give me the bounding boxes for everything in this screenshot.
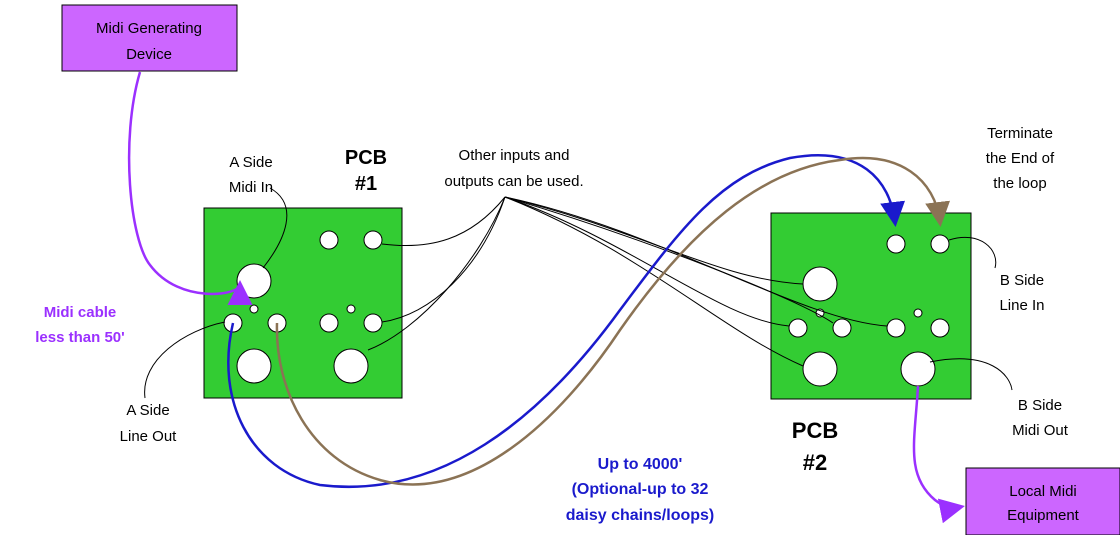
local-midi-equipment-line1: Local Midi — [1009, 483, 1077, 500]
a-side-midi-in-label-line1: A Side — [229, 154, 272, 171]
b-side-line-in-label-line2: Line In — [999, 297, 1044, 314]
blue-loop-cable — [227, 154, 906, 488]
pcb2-jack-mid-3 — [886, 318, 906, 338]
midi-generating-device-line1: Midi Generating — [96, 20, 202, 37]
midi-out-cable — [912, 385, 965, 524]
fan-line-8 — [504, 196, 834, 324]
b-side-midi-out-label-line2: Midi Out — [1012, 422, 1069, 439]
fan-line-6 — [504, 196, 804, 367]
fan-line-5 — [504, 196, 790, 327]
midi-generating-device: Midi Generating Device — [61, 4, 238, 72]
b-side-line-in-label-line1: B Side — [1000, 272, 1044, 289]
distance-annotation-line2: (Optional-up to 32 — [572, 481, 709, 498]
pcb2-jack-top-left — [886, 234, 906, 254]
local-midi-equipment-line2: Equipment — [1007, 507, 1080, 524]
terminate-label-line3: the loop — [993, 175, 1046, 192]
pcb1-label-line2: #1 — [355, 173, 377, 195]
other-io-label-line2: outputs can be used. — [444, 173, 583, 190]
pcb2-large-jack-top — [802, 266, 838, 302]
pcb1-small-hole — [249, 304, 259, 314]
pcb2-b-side-line-in-jack — [930, 234, 950, 254]
pcb1-a-side-midi-in-jack — [236, 263, 272, 299]
b-side-line-in-leader — [948, 236, 997, 269]
pcb2-b-side-midi-out-jack — [900, 351, 936, 387]
other-io-label-line1: Other inputs and — [459, 147, 570, 164]
terminate-label-line1: Terminate — [987, 125, 1053, 142]
midi-generating-device-line2: Device — [126, 46, 172, 63]
distance-annotation-line3: daisy chains/loops) — [566, 507, 714, 524]
fan-line-2 — [381, 196, 506, 323]
brown-loop-cable — [275, 156, 951, 486]
terminate-label-line2: the End of — [986, 150, 1055, 167]
pcb1-large-jack-bottom-right — [333, 348, 369, 384]
pcb1-large-jack-bottom-left — [236, 348, 272, 384]
pcb1-jack-top-left — [319, 230, 339, 250]
local-midi-equipment: Local Midi Equipment — [965, 467, 1120, 536]
midi-cable-annotation-line2: less than 50' — [35, 329, 124, 346]
b-side-midi-out-leader — [929, 358, 1013, 391]
a-side-line-out-label-line1: A Side — [126, 402, 169, 419]
b-side-midi-out-label-line1: B Side — [1018, 397, 1062, 414]
a-side-line-out-leader — [144, 321, 226, 399]
pcb-1-board — [203, 207, 403, 399]
pcb2-label-line1: PCB — [792, 418, 838, 443]
a-side-line-out-label-line2: Line Out — [120, 428, 178, 445]
fan-line-1 — [381, 196, 506, 247]
midi-cable-annotation-line1: Midi cable — [44, 304, 117, 321]
pcb2-jack-mid-4 — [930, 318, 950, 338]
fan-line-4 — [504, 196, 804, 285]
midi-in-cable — [127, 71, 253, 306]
a-side-midi-in-label-line2: Midi In — [229, 179, 273, 196]
pcb1-jack-mid-left — [319, 313, 339, 333]
distance-annotation-line1: Up to 4000' — [598, 456, 683, 473]
pcb1-small-hole-2 — [346, 304, 356, 314]
pcb2-jack-mid-2 — [832, 318, 852, 338]
pcb1-jack-top-right — [363, 230, 383, 250]
pcb1-label-line1: PCB — [345, 147, 387, 169]
pcb2-label-line2: #2 — [803, 450, 827, 475]
fan-line-3 — [367, 196, 506, 351]
pcb2-jack-mid-1 — [788, 318, 808, 338]
pcb2-large-jack-bottom — [802, 351, 838, 387]
pcb-2-board — [770, 212, 972, 400]
pcb1-jack-mid-right — [363, 313, 383, 333]
connector-lines — [144, 187, 1013, 399]
a-side-midi-in-leader — [262, 187, 288, 269]
pcb2-small-hole-2 — [913, 308, 923, 318]
